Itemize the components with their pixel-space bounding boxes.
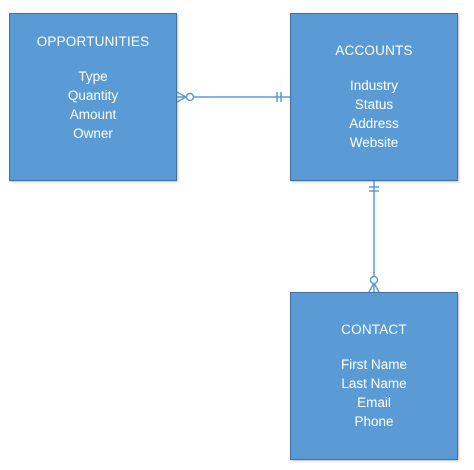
crows-foot-zero-many-icon [176,91,195,103]
entity-field: Owner [73,126,113,141]
one-and-only-one-icon [369,186,379,192]
entity-field: Email [357,395,391,410]
entity-field: Type [78,69,108,84]
entity-field: Address [349,116,399,131]
crows-foot-zero-many-icon [368,275,380,293]
entity-fields: Type Quantity Amount Owner [10,67,176,143]
entity-contact[interactable]: CONTACT First Name Last Name Email Phone [290,292,458,460]
entity-title: OPPORTUNITIES [36,34,150,49]
entity-accounts[interactable]: ACCOUNTS Industry Status Address Website [290,13,458,181]
entity-title: ACCOUNTS [335,43,413,58]
one-and-only-one-icon [276,92,282,102]
entity-field: Status [354,97,394,112]
entity-field: Phone [354,414,394,429]
entity-field: Website [349,135,399,150]
relationship-accounts-contact[interactable] [368,181,380,293]
entity-field: Last Name [341,376,407,391]
entity-field: Amount [69,107,117,122]
entity-field: Industry [349,78,399,93]
relationship-opportunities-accounts[interactable] [176,91,290,103]
entity-title: CONTACT [341,322,407,337]
entity-fields: First Name Last Name Email Phone [291,355,457,431]
entity-field: Quantity [67,88,119,103]
entity-field: First Name [340,357,407,372]
entity-fields: Industry Status Address Website [291,76,457,152]
entity-opportunities[interactable]: OPPORTUNITIES Type Quantity Amount Owner [9,13,177,181]
